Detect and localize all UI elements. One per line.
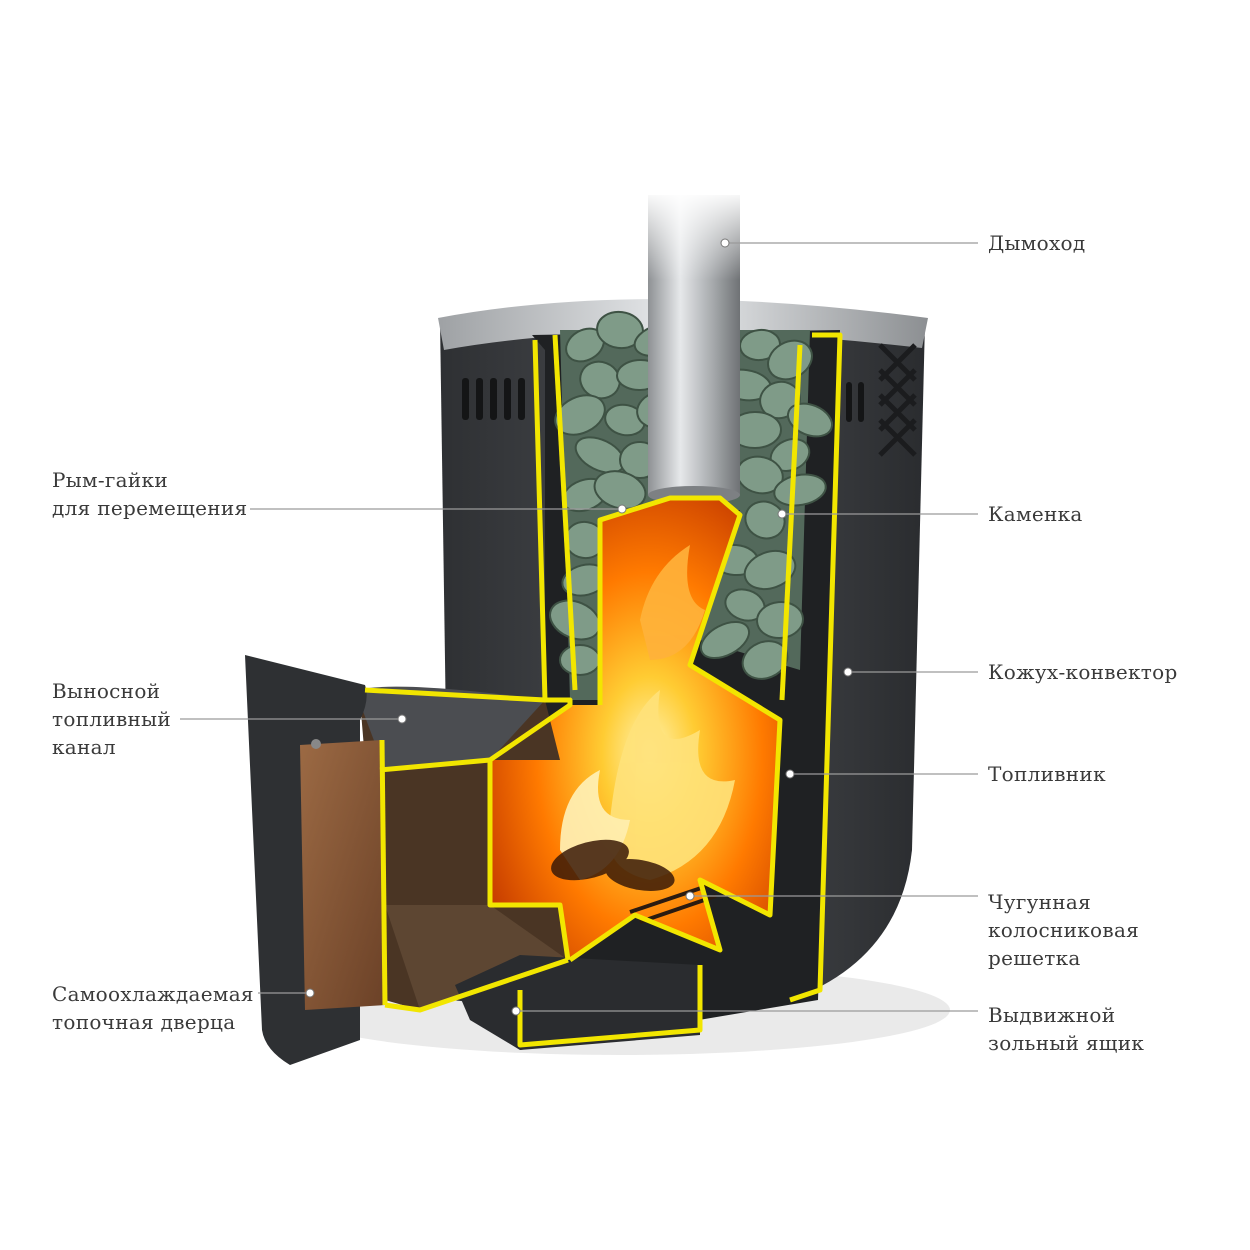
chimney-fade: [640, 190, 750, 280]
callout-chimney: Дымоход: [988, 229, 1086, 257]
leader-dot-stone-heater: [777, 509, 787, 519]
vent-slots-left: [462, 378, 525, 420]
leader-dot-chimney: [720, 238, 730, 248]
leader-dot-fuel-channel: [397, 714, 407, 724]
stone: [699, 620, 751, 660]
door-handle-pivot: [311, 739, 321, 749]
callout-lifting-nuts-line-2: для перемещения: [52, 496, 248, 520]
fire-door-glass: [300, 740, 385, 1010]
callout-convector-casing-line-1: Кожух-конвектор: [988, 660, 1178, 684]
callout-cast-iron-grate-line-2: колосниковая: [988, 918, 1140, 942]
callout-firebox: Топливник: [988, 760, 1106, 788]
leader-dot-ash-drawer: [511, 1006, 521, 1016]
callout-self-cooling-door-line-2: топочная дверца: [52, 1010, 236, 1034]
callout-lifting-nuts: Рым-гайки для перемещения: [52, 466, 247, 522]
leader-dot-lifting-nuts: [617, 504, 627, 514]
callout-cast-iron-grate: Чугунная колосниковая решетка: [988, 888, 1139, 972]
stone: [773, 473, 827, 507]
callout-remote-fuel-channel: Выносной топливный канал: [52, 677, 171, 761]
callout-firebox-line-1: Топливник: [988, 762, 1106, 786]
leader-dot-grate: [685, 891, 695, 901]
callout-ash-drawer: Выдвижной зольный ящик: [988, 1001, 1144, 1057]
leader-dot-door: [305, 988, 315, 998]
callout-self-cooling-door: Самоохлаждаемая топочная дверца: [52, 980, 254, 1036]
callout-ash-drawer-line-1: Выдвижной: [988, 1003, 1116, 1027]
section-outlines: [364, 332, 843, 1048]
leader-dot-firebox: [785, 769, 795, 779]
callout-cast-iron-grate-line-3: решетка: [988, 946, 1081, 970]
callout-remote-fuel-channel-line-2: топливный: [52, 707, 172, 731]
callout-self-cooling-door-line-1: Самоохлаждаемая: [52, 982, 254, 1006]
callout-stone-heater-line-1: Каменка: [988, 502, 1083, 526]
callout-lifting-nuts-line-1: Рым-гайки: [52, 468, 168, 492]
callout-stone-heater: Каменка: [988, 500, 1083, 528]
side-lattice: [878, 343, 917, 457]
stone: [743, 549, 797, 591]
stone: [739, 328, 781, 362]
stone: [744, 500, 786, 540]
callout-convector-casing: Кожух-конвектор: [988, 658, 1178, 686]
callout-chimney-line-1: Дымоход: [988, 231, 1086, 255]
stone: [756, 600, 804, 640]
firewood: [551, 839, 675, 891]
fuel-channel-top: [355, 686, 545, 770]
stone: [593, 470, 647, 510]
callout-remote-fuel-channel-line-1: Выносной: [52, 679, 161, 703]
stone: [554, 394, 606, 436]
callout-ash-drawer-line-2: зольный ящик: [988, 1031, 1145, 1055]
leader-dot-convector-casing: [843, 667, 853, 677]
callout-cast-iron-grate-line-1: Чугунная: [988, 890, 1092, 914]
callout-remote-fuel-channel-line-3: канал: [52, 735, 116, 759]
fuel-channel-floor: [385, 905, 568, 1010]
